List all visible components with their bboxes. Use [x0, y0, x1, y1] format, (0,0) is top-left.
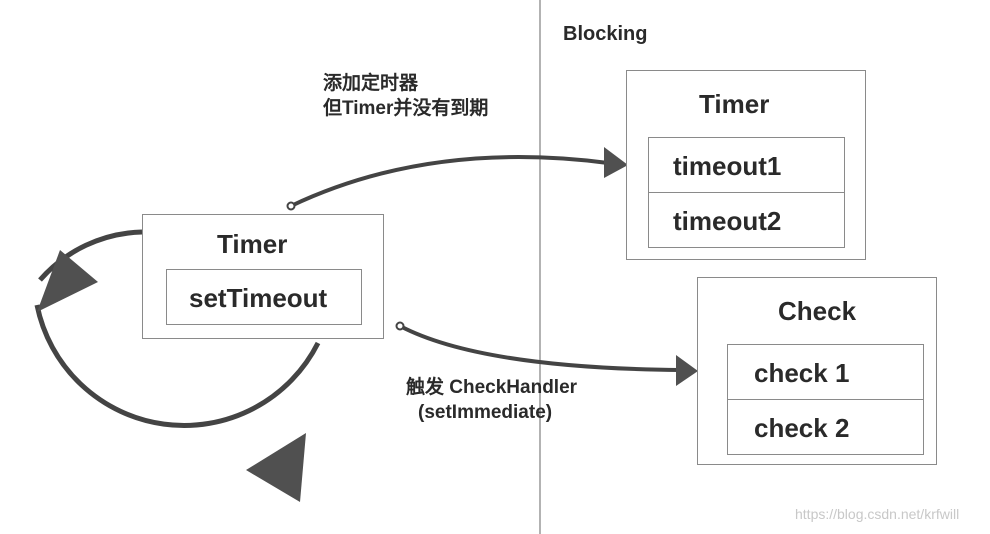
settimeout-label: setTimeout: [189, 283, 328, 313]
blocking-label: Blocking: [563, 23, 648, 45]
loop-arc-top: [38, 229, 143, 282]
arrow-to-timer-label-line1: 添加定时器: [323, 73, 419, 94]
timer-loop-title: Timer: [217, 229, 288, 259]
arrow-to-timer-line: [290, 155, 609, 208]
timer-blocking-title: Timer: [699, 89, 770, 119]
arrow-to-timer-label-line2: 但Timer并没有到期: [323, 98, 489, 119]
check2-label: check 2: [754, 413, 850, 443]
arrow-to-check-label-line1: 触发 CheckHandler: [406, 377, 578, 398]
arrow-to-check-head: [676, 355, 698, 386]
arrow-to-check-line: [399, 324, 681, 372]
arrow-to-check-label-line2: (setImmediate): [418, 402, 553, 423]
arrow-to-timer-origin: [286, 201, 296, 211]
arrow-to-timer-head: [604, 147, 628, 178]
check1-label: check 1: [754, 358, 850, 388]
loop-arrowhead-bottom: [246, 433, 306, 502]
loop-arc-bottom: [34, 304, 321, 428]
watermark: https://blog.csdn.net/krfwill: [795, 506, 960, 522]
timer-loop-box: Timer setTimeout: [142, 214, 384, 339]
loop-arrowhead-left: [37, 250, 98, 312]
timeout2-slot: timeout2: [648, 192, 845, 248]
check2-slot: check 2: [727, 399, 924, 455]
arrow-to-check-origin: [395, 321, 405, 331]
check1-slot: check 1: [727, 344, 924, 400]
check-title: Check: [778, 296, 857, 326]
check-box: Check check 1 check 2: [697, 277, 937, 465]
timer-blocking-box: Timer timeout1 timeout2: [626, 70, 866, 260]
timeout2-label: timeout2: [673, 206, 782, 236]
timeout1-slot: timeout1: [648, 137, 845, 193]
timeout1-label: timeout1: [673, 151, 782, 181]
settimeout-slot: setTimeout: [166, 269, 362, 325]
